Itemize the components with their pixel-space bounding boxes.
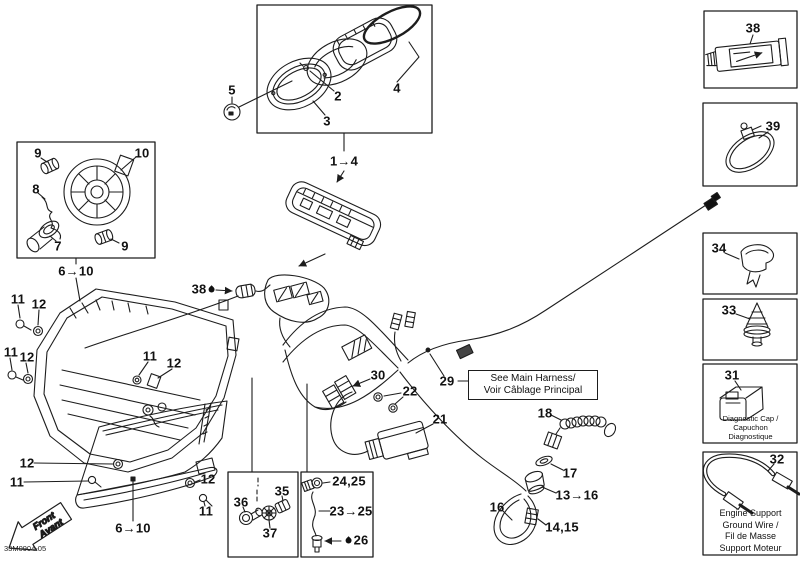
callout-24-25: 24,25	[332, 473, 366, 489]
callout-14-15: 14,15	[545, 519, 579, 535]
callout-38-grease: 38	[192, 282, 217, 297]
callout-16: 16	[489, 499, 505, 515]
callout-12-4: 12	[19, 455, 35, 471]
callout-35: 35	[274, 483, 290, 499]
callout-11-5: 11	[198, 503, 214, 519]
callout-23-25: 23→25	[329, 503, 373, 519]
callout-29: 29	[439, 373, 455, 389]
callout-39-panel: 39	[765, 118, 781, 134]
headlight-housing	[7, 288, 240, 473]
diagnostic-cap-caption: Diagnostic Cap / Capuchon Diagnostique	[722, 414, 779, 441]
callout-31-panel: 31	[724, 367, 740, 383]
detail-box-23-26	[300, 471, 374, 558]
document-code: 33M0904-05	[4, 544, 47, 553]
diagnostic-cap-art	[719, 386, 764, 421]
callout-11-4: 11	[9, 474, 25, 490]
clip-art	[740, 244, 775, 288]
side-panel-boxes	[702, 10, 798, 556]
callout-22: 22	[402, 383, 418, 399]
callout-36: 36	[233, 494, 249, 510]
callout-5: 5	[228, 82, 236, 98]
callout-37: 37	[262, 525, 278, 541]
callout-6-10-upper: 6→10	[58, 263, 94, 279]
callout-3: 3	[323, 113, 331, 129]
main-harness-note: See Main Harness/ Voir Câblage Principal	[468, 370, 598, 400]
callout-1-4: 1→4	[329, 153, 359, 169]
callout-21: 21	[432, 411, 448, 427]
main-harness-note-line2: Voir Câblage Principal	[483, 385, 583, 396]
callout-2: 2	[334, 88, 342, 104]
main-harness	[235, 191, 721, 492]
callout-13-16: 13→16	[555, 487, 599, 503]
callout-6-10-lower: 6→10	[115, 520, 151, 536]
callout-12-3: 12	[166, 355, 182, 371]
callout-34-panel: 34	[711, 240, 727, 256]
callout-11-3: 11	[142, 348, 158, 364]
ground-wire-art	[702, 453, 800, 515]
callout-17: 17	[562, 465, 578, 481]
callout-11-2: 11	[3, 344, 19, 360]
ground-wire-caption: Engine Support Ground Wire / Fil de Mass…	[719, 508, 782, 553]
main-harness-note-line1: See Main Harness/	[490, 373, 576, 384]
callout-32-panel: 32	[769, 451, 785, 467]
detail-box-36-37-35	[227, 471, 299, 558]
callout-26-grease: 26	[344, 533, 369, 548]
headlight-lens	[23, 400, 228, 522]
droplet-icon	[207, 284, 216, 294]
callout-9-bottom: 9	[121, 238, 129, 254]
callout-12-5: 12	[200, 471, 216, 487]
callout-10: 10	[134, 145, 150, 161]
sealant-tube-art	[705, 37, 789, 72]
callout-9-top: 9	[34, 145, 42, 161]
callout-38-panel: 38	[745, 20, 761, 36]
callout-8: 8	[32, 181, 40, 197]
callout-18: 18	[537, 405, 553, 421]
callout-7: 7	[54, 238, 62, 254]
callout-11-1: 11	[10, 291, 26, 307]
callout-12-1: 12	[31, 296, 47, 312]
tether-cord-assembly	[493, 414, 617, 545]
callout-33-panel: 33	[721, 302, 737, 318]
clamp-art	[725, 122, 775, 173]
callout-4: 4	[393, 80, 401, 96]
callout-12-2: 12	[19, 349, 35, 365]
gauge-cluster-assembled	[285, 181, 382, 267]
callout-30: 30	[370, 367, 386, 383]
headlamp-bulb-box	[16, 141, 156, 259]
rivet-art	[743, 302, 771, 347]
droplet-icon	[344, 535, 353, 545]
